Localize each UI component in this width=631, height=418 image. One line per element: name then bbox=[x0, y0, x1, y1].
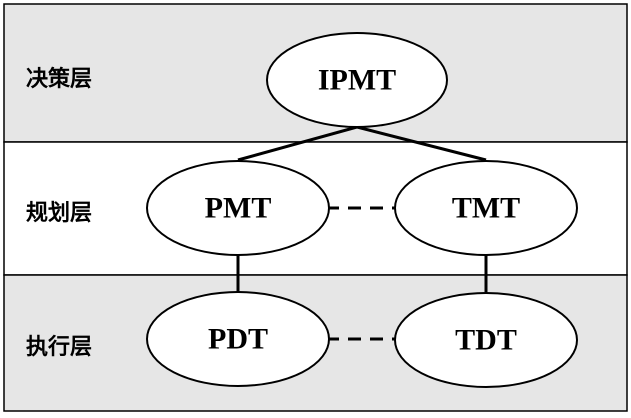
layer-label-execution: 执行层 bbox=[26, 334, 92, 360]
layer-label-planning: 规划层 bbox=[26, 201, 92, 226]
node-label-tmt: TMT bbox=[452, 192, 520, 225]
node-pmt: PMT bbox=[146, 160, 330, 256]
node-pdt: PDT bbox=[146, 291, 330, 387]
node-label-pdt: PDT bbox=[208, 323, 268, 356]
node-tmt: TMT bbox=[394, 160, 578, 256]
edge-ipmt-tmt bbox=[356, 125, 487, 162]
layer-label-decision: 决策层 bbox=[26, 66, 92, 92]
node-tdt: TDT bbox=[394, 292, 578, 388]
node-label-pmt: PMT bbox=[205, 192, 272, 225]
edge-ipmt-pmt bbox=[237, 125, 358, 162]
node-label-tdt: TDT bbox=[455, 324, 517, 357]
node-ipmt: IPMT bbox=[266, 32, 448, 128]
node-label-ipmt: IPMT bbox=[318, 64, 396, 97]
